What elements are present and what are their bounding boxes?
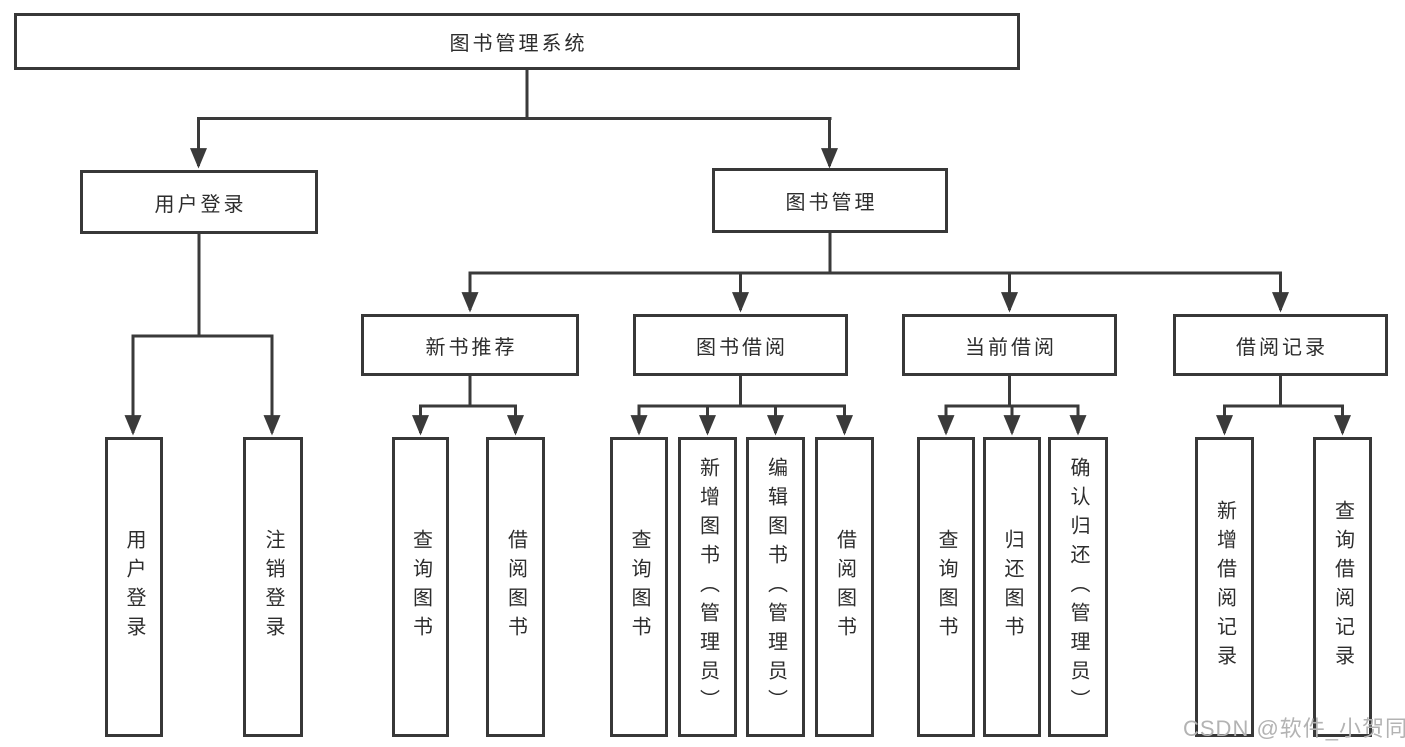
node-user-login-label: 用户登录 [154, 193, 247, 216]
node-new-book-recommend-label: 新书推荐 [425, 336, 518, 359]
node-bb-query-book: 查询图书 [610, 437, 668, 737]
node-book-borrow-label: 图书借阅 [696, 336, 788, 359]
node-current-borrow-label: 当前借阅 [965, 336, 1057, 359]
node-cb-return-book-label: 归还图书 [1001, 529, 1023, 645]
node-borrow-records-label: 借阅记录 [1236, 336, 1328, 359]
node-login-leaf-label: 用户登录 [123, 529, 145, 645]
node-cb-query-book: 查询图书 [917, 437, 975, 737]
node-book-management: 图书管理 [712, 168, 948, 233]
node-current-borrow: 当前借阅 [902, 314, 1117, 376]
node-book-borrow: 图书借阅 [633, 314, 848, 376]
node-root-label: 图书管理系统 [449, 33, 588, 55]
node-new-book-recommend: 新书推荐 [361, 314, 579, 376]
node-cb-confirm-return-label: 确认归还（管理员） [1067, 456, 1089, 718]
node-bb-borrow-book: 借阅图书 [815, 437, 874, 737]
node-bb-edit-book-label: 编辑图书（管理员） [764, 456, 787, 718]
node-nbr-borrow-book-label: 借阅图书 [504, 529, 527, 645]
node-borrow-records: 借阅记录 [1173, 314, 1388, 376]
node-br-query-record: 查询借阅记录 [1313, 437, 1372, 737]
node-logout-leaf: 注销登录 [243, 437, 303, 737]
node-logout-leaf-label: 注销登录 [262, 529, 284, 645]
node-nbr-query-book-label: 查询图书 [409, 529, 432, 645]
node-bb-edit-book: 编辑图书（管理员） [746, 437, 805, 737]
node-bb-add-book-label: 新增图书（管理员） [696, 456, 719, 718]
node-bb-query-book-label: 查询图书 [628, 529, 650, 645]
node-nbr-borrow-book: 借阅图书 [486, 437, 545, 737]
node-root: 图书管理系统 [14, 13, 1020, 70]
node-bb-add-book: 新增图书（管理员） [678, 437, 737, 737]
node-br-add-record: 新增借阅记录 [1195, 437, 1254, 737]
node-bb-borrow-book-label: 借阅图书 [833, 529, 856, 645]
node-book-management-label: 图书管理 [785, 192, 878, 214]
node-cb-confirm-return: 确认归还（管理员） [1048, 437, 1108, 737]
node-nbr-query-book: 查询图书 [392, 437, 449, 737]
node-cb-query-book-label: 查询图书 [935, 529, 957, 645]
node-br-query-record-label: 查询借阅记录 [1331, 500, 1354, 674]
csdn-watermark: CSDN @软件_小贺同学 [1183, 716, 1405, 741]
node-user-login: 用户登录 [80, 170, 318, 234]
node-login-leaf: 用户登录 [105, 437, 163, 737]
node-br-add-record-label: 新增借阅记录 [1213, 500, 1236, 674]
node-cb-return-book: 归还图书 [983, 437, 1041, 737]
